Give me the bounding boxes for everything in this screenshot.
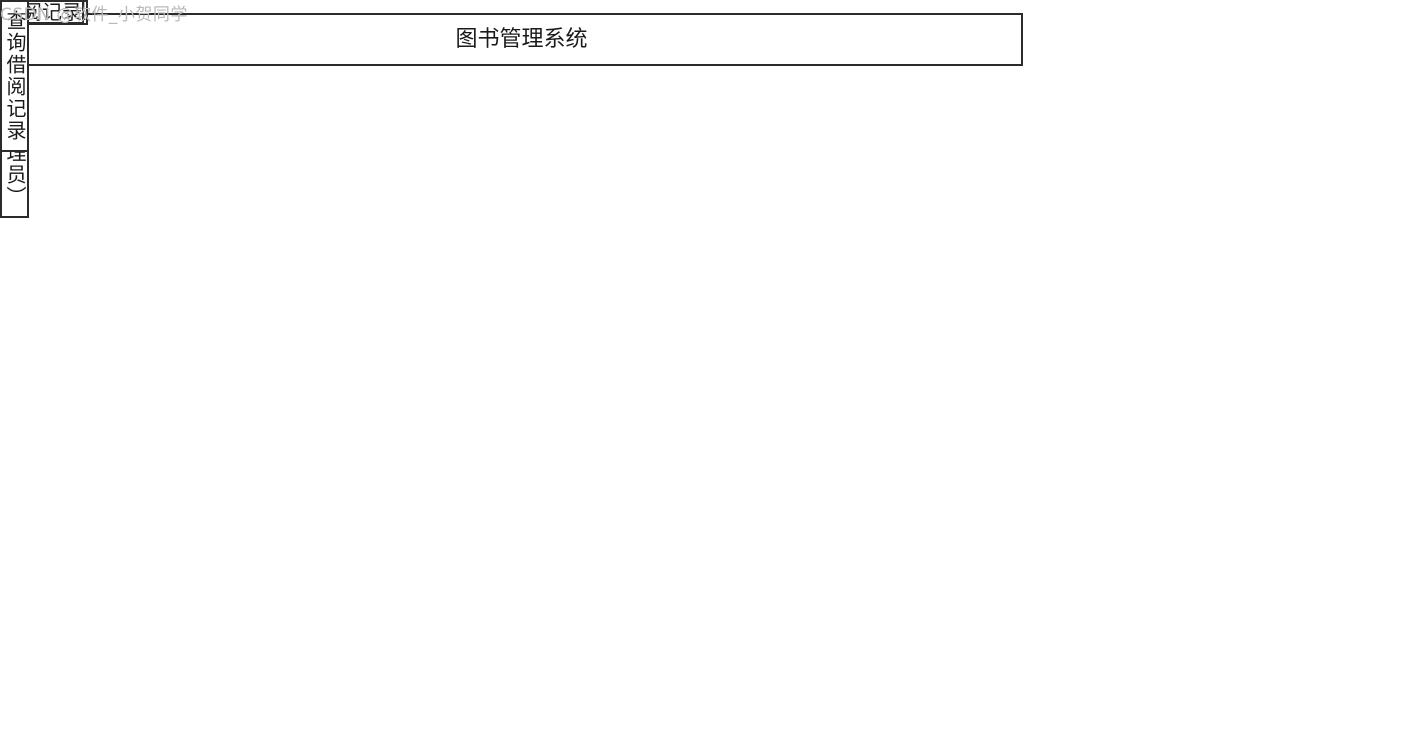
node-query-borrow-record[interactable]: 查询借阅记录 (0, 0, 29, 152)
node-root[interactable]: 图书管理系统 (20, 13, 1023, 66)
node-root-label: 图书管理系统 (455, 26, 588, 52)
node-query-borrow-record-label: 查询借阅记录 (3, 10, 27, 142)
